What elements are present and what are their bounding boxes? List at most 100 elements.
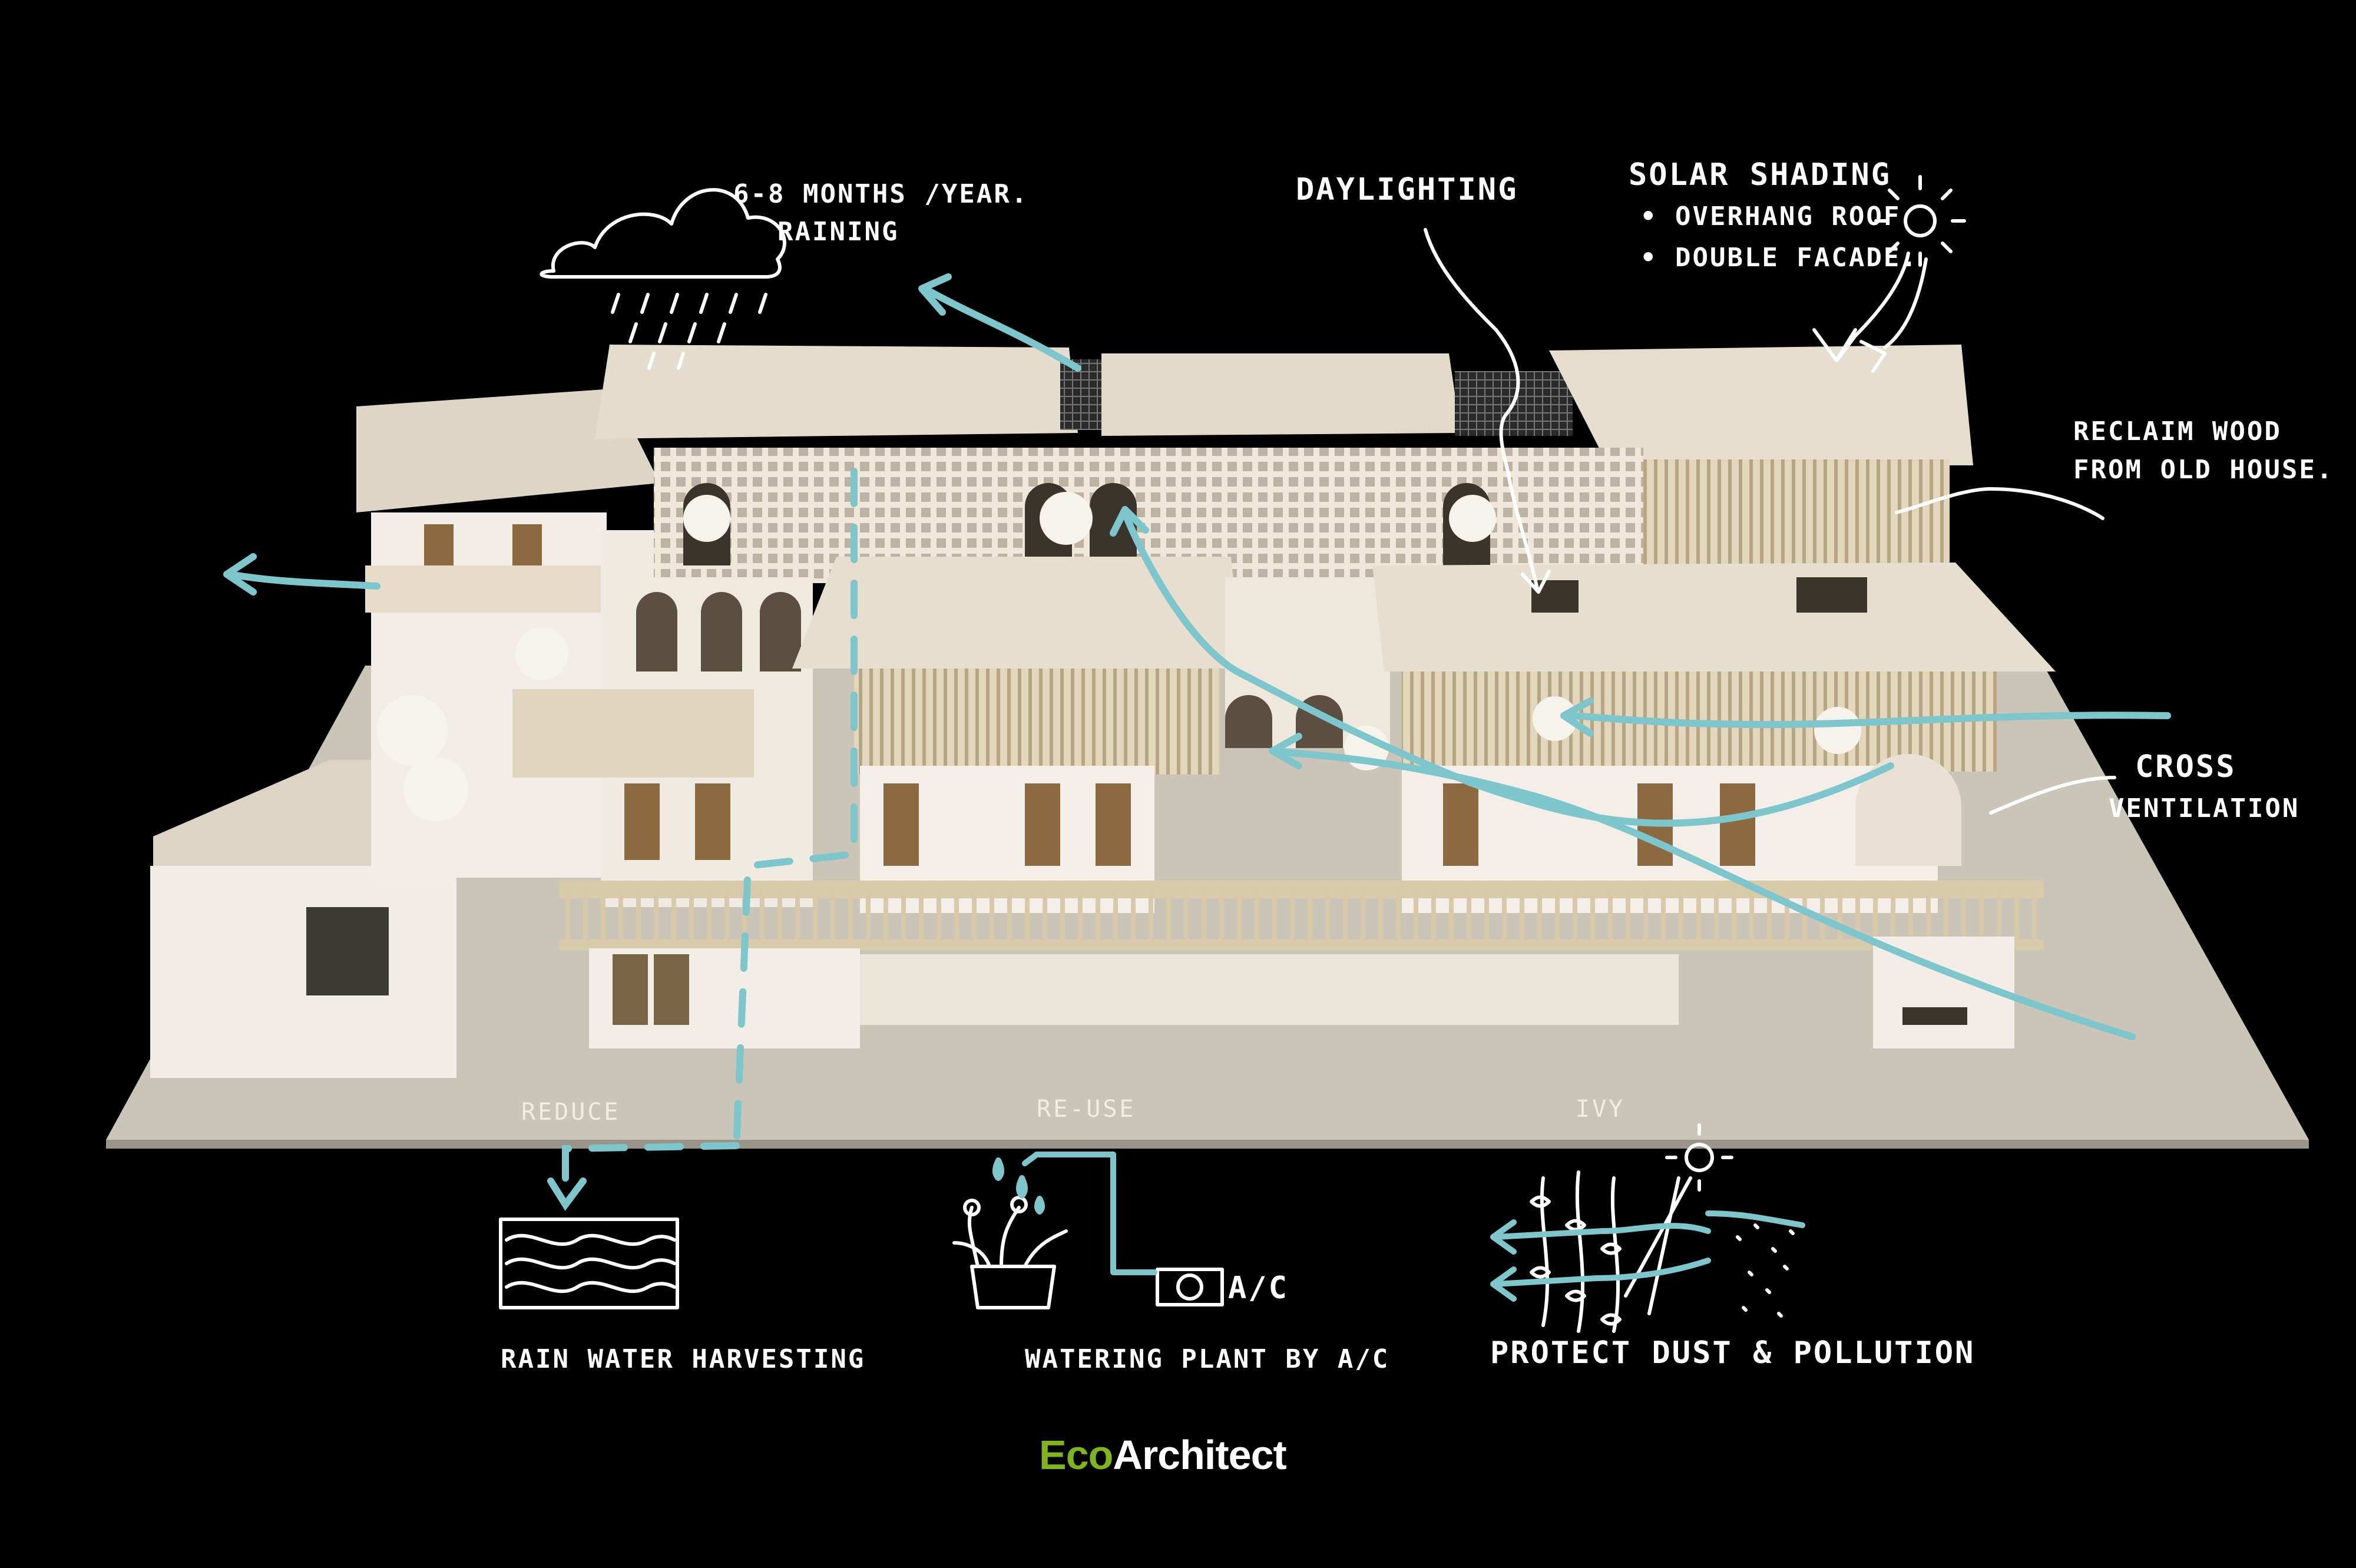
- ivy-wind-1-head: [1490, 1219, 1517, 1255]
- solar-panel-1: [1060, 359, 1107, 430]
- ground-floor-slot: [1902, 1007, 1967, 1025]
- center-window-1: [884, 783, 919, 866]
- section-label-ivy: ivy: [1576, 1096, 1626, 1123]
- right-block-roof: [1372, 563, 2056, 671]
- left-tower-roof: [356, 389, 660, 512]
- skylight-1: [1531, 580, 1579, 613]
- cross-ventilation-line1: Cross: [2135, 749, 2236, 785]
- ivy-wind-2: [1493, 1258, 1711, 1287]
- ivy-wind-3: [1705, 1210, 1805, 1228]
- cross-vent-pointer: [1989, 776, 2116, 815]
- tree-7: [1533, 696, 1577, 741]
- ac-water-top: [1022, 1152, 1116, 1166]
- flow-arrows: [223, 273, 2171, 1040]
- tree-5: [1040, 492, 1093, 545]
- ground-floor-right-box: [1873, 937, 2014, 1048]
- caption-rainwater-harvesting: Rain water harvesting: [501, 1344, 866, 1374]
- rainwater-pipe: [562, 468, 858, 1199]
- arrow-cross-vent-3-head: [1110, 506, 1149, 537]
- ground-floor-door-1: [613, 954, 648, 1025]
- cloud-icon: [540, 188, 786, 279]
- ivy-wind-1: [1493, 1223, 1711, 1240]
- logo-architect-text: Architect: [1113, 1432, 1286, 1478]
- mid-tower-window-2: [695, 783, 730, 860]
- rain-note-line2: raining: [777, 217, 899, 247]
- rain-drops: [611, 293, 767, 370]
- right-arch-large: [1855, 754, 1961, 866]
- arrow-roof-exhaust-head: [918, 273, 952, 316]
- daylighting-pointer: [1424, 228, 1539, 591]
- tree-8: [1814, 707, 1861, 754]
- center-slat-screen: [854, 669, 1219, 775]
- planter-icon: [970, 1265, 1056, 1309]
- arrow-cross-vent-1: [1563, 712, 2171, 728]
- tree-2: [403, 757, 468, 822]
- tree-6: [1449, 495, 1496, 542]
- mid-arch-1: [636, 592, 677, 671]
- tank-waves: [505, 1233, 676, 1294]
- flower-2: [1010, 1196, 1028, 1213]
- sun-rays: [1874, 175, 1966, 267]
- daylighting-note: Daylighting: [1296, 172, 1518, 207]
- left-tower-balcony: [365, 565, 613, 613]
- tree-3: [515, 627, 568, 680]
- center-block-roof: [792, 557, 1243, 669]
- ground-floor-center: [860, 954, 1679, 1025]
- upper-roof-mid: [1101, 353, 1461, 436]
- section-label-reduce: reduce: [521, 1099, 621, 1126]
- sketch-lines: [499, 175, 2116, 1333]
- daylighting-pointer-head: [1521, 570, 1551, 594]
- arch-opening-3: [1090, 483, 1137, 565]
- reclaim-pointer: [1895, 487, 2104, 520]
- rainwater-downpipe: [727, 468, 858, 1152]
- center-window-2: [1025, 783, 1060, 866]
- center-window-3: [1096, 783, 1131, 866]
- solar-shading-item-1: • overhang roof: [1640, 201, 1901, 231]
- solar-pointer-heads: [1812, 328, 1887, 373]
- dust-particles: [1736, 1223, 1795, 1318]
- arrow-cross-vent-2-head: [1269, 733, 1302, 769]
- upper-roof-left: [595, 345, 1078, 439]
- reclaim-wood-line1: Reclaim wood: [2073, 416, 2282, 446]
- section-label-reuse: re-use: [1037, 1096, 1136, 1123]
- arrow-roof-exhaust: [921, 285, 1081, 372]
- arrow-cross-vent-1-head: [1560, 697, 1594, 737]
- solar-shading-item-2: • double facade.: [1640, 243, 1918, 273]
- mid-canopy: [512, 689, 754, 778]
- left-low-wall: [150, 866, 456, 1078]
- ecoarchitect-logo: EcoArchitect: [1039, 1431, 1287, 1478]
- caption-protect-dust-pollution: Protect dust & pollution: [1490, 1335, 1976, 1371]
- ac-unit-icon: [1156, 1268, 1224, 1306]
- rainwater-to-tank: [562, 1142, 740, 1199]
- arrow-left-exhaust: [226, 571, 380, 590]
- skylight-2: [1796, 577, 1867, 613]
- water-drops: [992, 1157, 1045, 1215]
- solar-shading-title: Solar shading: [1629, 157, 1891, 193]
- sun-icon: [1904, 204, 1937, 237]
- solar-pointer-1: [1836, 252, 1910, 361]
- upper-roof-right: [1549, 345, 1973, 465]
- ground-floor-door-2: [654, 954, 689, 1025]
- ivy-leaves: [1530, 1195, 1622, 1326]
- ac-water-flow: [992, 1152, 1805, 1302]
- mid-arch-3: [760, 592, 801, 671]
- logo-eco-text: Eco: [1039, 1432, 1113, 1478]
- rainwater-pipe-head: [547, 1177, 587, 1211]
- ac-tag: A/C: [1228, 1271, 1289, 1306]
- ac-fan-icon: [1176, 1273, 1203, 1301]
- arrow-cross-vent-3: [1121, 509, 1894, 827]
- ivy-sun-rays: [1665, 1123, 1733, 1192]
- cross-ventilation-line2: ventilation: [2109, 793, 2300, 823]
- reclaim-slat-facade: [1643, 459, 1950, 577]
- rain-note-line1: 6-8 months /year.: [733, 179, 1029, 209]
- mid-arch-2: [701, 592, 742, 671]
- right-window-3: [1720, 783, 1755, 866]
- mid-tower-window-1: [624, 783, 660, 860]
- pergola-beam-lower: [560, 940, 2044, 950]
- model-base-edge: [106, 1140, 2309, 1149]
- pergola-lattice: [560, 884, 2044, 940]
- mid-arch-4: [1225, 695, 1272, 748]
- ivy-sun-icon: [1685, 1143, 1714, 1172]
- solar-pointer-2: [1883, 257, 1928, 349]
